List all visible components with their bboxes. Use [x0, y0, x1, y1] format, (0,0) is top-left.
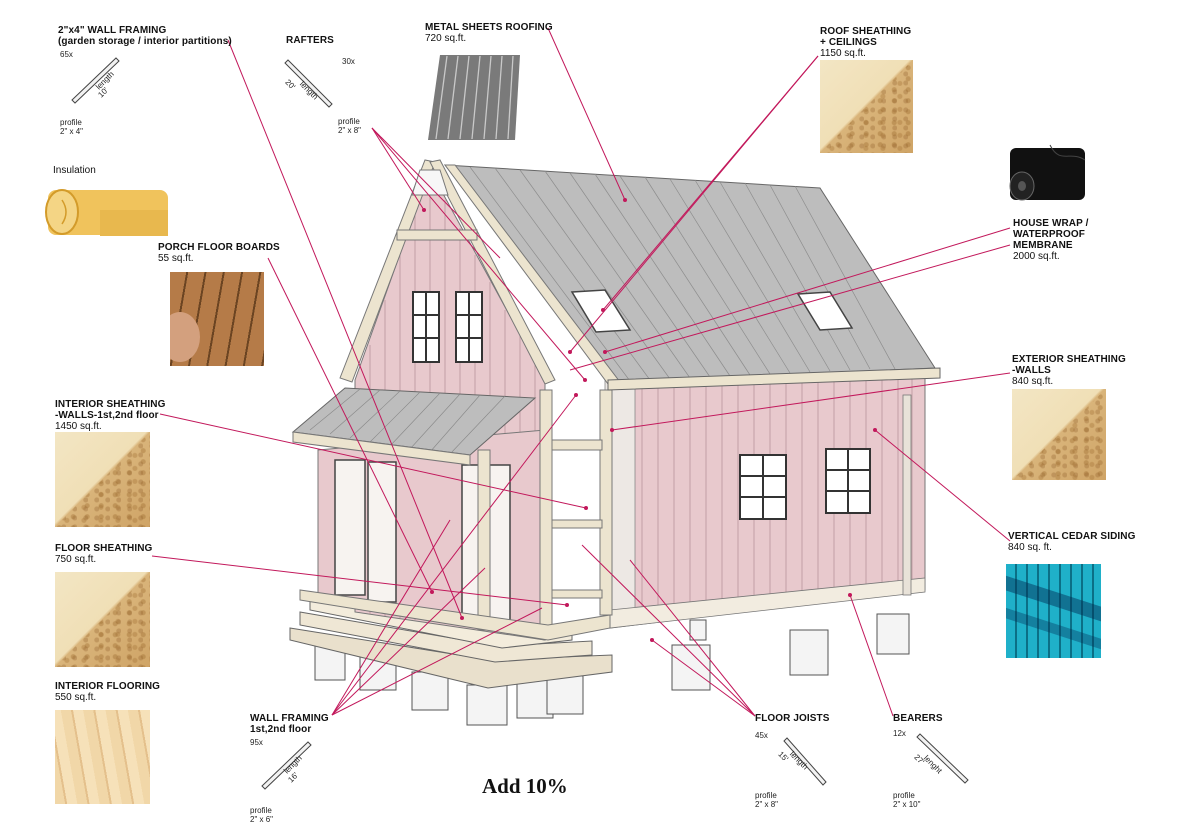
add-percentage-note: Add 10% — [482, 774, 568, 798]
label-vertical-siding: VERTICAL CEDAR SIDING 840 sq. ft. — [1008, 531, 1135, 553]
roof-sheathing-swatch — [820, 60, 913, 153]
label-sub: 55 sq.ft. — [158, 253, 194, 264]
label-porch-floor: PORCH FLOOR BOARDS 55 sq.ft. — [158, 242, 280, 264]
profile-word-floor-joists: profile — [755, 791, 777, 800]
cedar-siding-swatch — [1006, 564, 1101, 658]
floor-sheathing-swatch — [55, 572, 150, 667]
label-metal-roofing: METAL SHEETS ROOFING 720 sq.ft. — [425, 22, 553, 44]
label-roof-sheathing: ROOF SHEATHING + CEILINGS 1150 sq.ft. — [820, 26, 911, 59]
label-sub: 720 sq.ft. — [425, 33, 467, 44]
label-house-wrap: HOUSE WRAP / WATERPROOF MEMBRANE 2000 sq… — [1013, 218, 1088, 262]
label-sub: 750 sq.ft. — [55, 554, 97, 565]
profile-word-bearers: profile — [893, 791, 915, 800]
label-title: FLOOR JOISTS — [755, 713, 830, 724]
label-sub: 840 sq. ft. — [1008, 542, 1052, 553]
profile-rafters: 2" x 8" — [338, 126, 362, 135]
label-title: FLOOR SHEATHING — [55, 543, 153, 554]
qty-bearers: 12x — [893, 729, 906, 738]
qty-wall-framing-floors: 95x — [250, 738, 263, 747]
label-sub: 840 sq.ft. — [1012, 376, 1054, 387]
label-sub: 550 sq.ft. — [55, 692, 97, 703]
label-sub: 1450 sq.ft. — [55, 421, 102, 432]
profile-word-wall-framing-floors: profile — [250, 806, 272, 815]
profile-wall-framing-floors: 2" x 6" — [250, 815, 274, 824]
label-title: Insulation — [53, 165, 96, 176]
label-title: 2"x4" WALL FRAMING (garden storage / int… — [58, 25, 232, 47]
profile-wall-framing-garden: 2" x 4" — [60, 127, 84, 136]
label-title: METAL SHEETS ROOFING — [425, 22, 553, 33]
interior-sheathing-swatch — [55, 432, 150, 527]
profile-bearers: 2" x 10" — [893, 800, 921, 809]
label-floor-sheathing: FLOOR SHEATHING 750 sq.ft. — [55, 543, 152, 565]
label-floor-joists: FLOOR JOISTS — [755, 713, 830, 724]
profile-floor-joists: 2" x 8" — [755, 800, 779, 809]
exterior-sheathing-swatch — [1012, 389, 1106, 480]
porch-floor-photo — [170, 272, 264, 366]
insulation-roll — [45, 189, 168, 236]
lumber-icons — [71, 57, 969, 790]
label-title: EXTERIOR SHEATHING -WALLS — [1012, 354, 1126, 376]
house-wrap-roll — [1009, 144, 1086, 201]
label-title: WALL FRAMING 1st,2nd floor — [250, 713, 329, 735]
qty-rafters: 30x — [342, 57, 355, 66]
qty-wall-framing-garden: 65x — [60, 50, 73, 59]
interior-flooring-swatch — [55, 710, 150, 804]
label-title: PORCH FLOOR BOARDS — [158, 242, 280, 253]
label-interior-sheathing: INTERIOR SHEATHING -WALLS-1st,2nd floor … — [55, 399, 166, 432]
profile-word-rafters: profile — [338, 117, 360, 126]
label-wall-framing-floors: WALL FRAMING 1st,2nd floor — [250, 713, 329, 735]
label-exterior-sheathing: EXTERIOR SHEATHING -WALLS 840 sq.ft. — [1012, 354, 1126, 387]
label-sub: 1150 sq.ft. — [820, 48, 866, 59]
side-windows — [739, 448, 871, 520]
label-bearers: BEARERS — [893, 713, 943, 724]
label-title: INTERIOR SHEATHING -WALLS-1st,2nd floor — [55, 399, 166, 421]
qty-floor-joists: 45x — [755, 731, 768, 740]
label-title: ROOF SHEATHING + CEILINGS — [820, 26, 912, 48]
label-title: INTERIOR FLOORING — [55, 681, 161, 692]
label-title: VERTICAL CEDAR SIDING — [1008, 531, 1136, 542]
label-sub: 2000 sq.ft. — [1013, 251, 1060, 262]
label-title: HOUSE WRAP / WATERPROOF MEMBRANE — [1013, 218, 1089, 251]
profile-word-wall-framing-garden: profile — [60, 118, 82, 127]
label-title: RAFTERS — [286, 35, 334, 46]
label-wall-framing-garden: 2"x4" WALL FRAMING (garden storage / int… — [58, 25, 232, 47]
leader-lines — [151, 27, 1011, 717]
label-title: BEARERS — [893, 713, 943, 724]
label-interior-flooring: INTERIOR FLOORING 550 sq.ft. — [55, 681, 160, 703]
label-rafters: RAFTERS — [286, 35, 334, 46]
metal-roofing-sample — [428, 55, 520, 140]
label-insulation: Insulation — [53, 165, 96, 176]
gable-windows — [412, 291, 483, 363]
